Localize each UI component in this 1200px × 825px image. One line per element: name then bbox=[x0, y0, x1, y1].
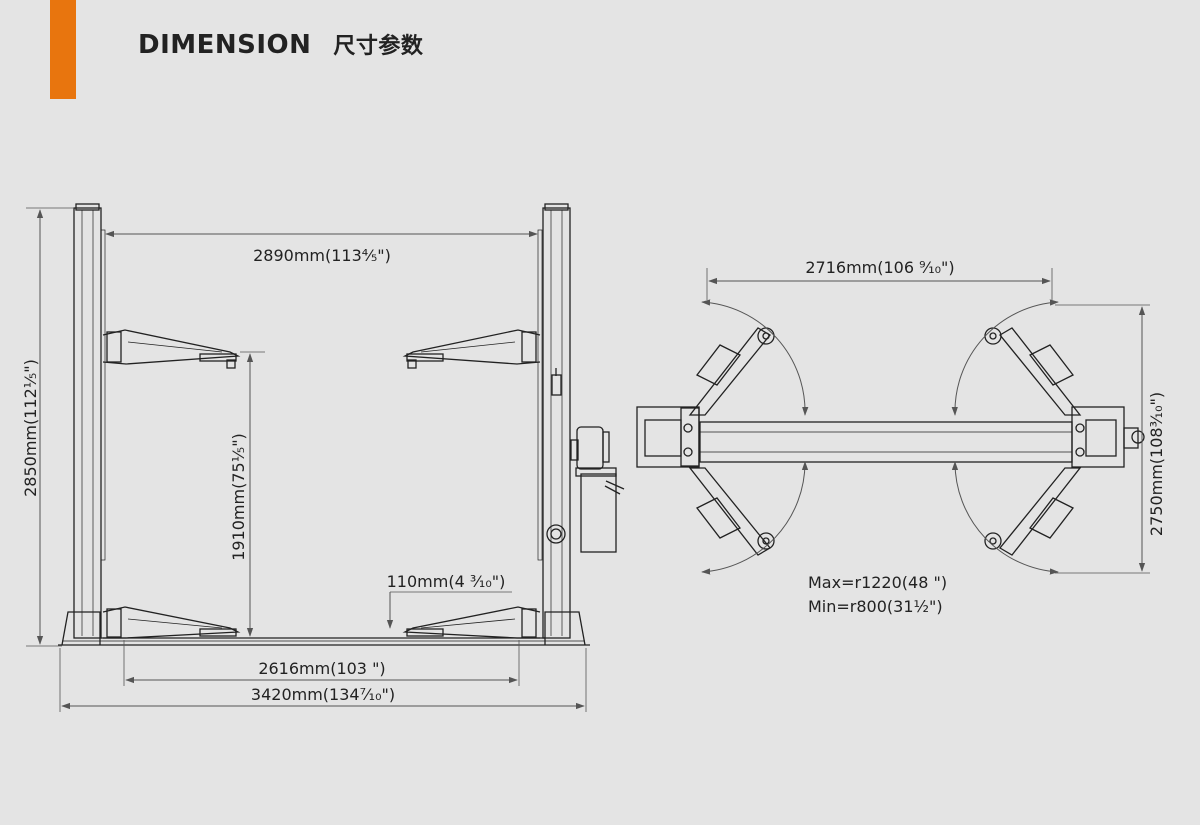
front-view bbox=[58, 203, 625, 646]
label-min-height: 110mm(4 ³⁄₁₀") bbox=[387, 572, 506, 591]
label-arm-span: 2716mm(106 ⁹⁄₁₀") bbox=[805, 258, 954, 277]
label-inner-width: 2890mm(113⁴⁄₅") bbox=[253, 246, 391, 265]
lift-arm-left-raised bbox=[102, 329, 241, 369]
label-max-radius: Max=r1220(48 ") bbox=[808, 573, 947, 592]
swing-arm-lower-right bbox=[984, 467, 1082, 556]
power-unit bbox=[570, 426, 625, 553]
label-max-lift-height: 1910mm(75¹⁄₅") bbox=[229, 433, 248, 561]
left-column-top bbox=[636, 406, 700, 468]
label-total-height: 2850mm(112¹⁄₅") bbox=[21, 359, 40, 497]
swing-arm-lower-left bbox=[688, 467, 775, 556]
front-dimension-lines bbox=[26, 207, 587, 712]
title-text: DIMENSION bbox=[138, 30, 312, 60]
left-column bbox=[73, 203, 106, 639]
accent-bar bbox=[50, 0, 76, 99]
lift-arm-left-lowered bbox=[102, 606, 241, 639]
lift-arm-right-raised bbox=[402, 329, 541, 369]
label-drive-through-width: 2616mm(103 ") bbox=[258, 659, 385, 678]
label-total-length: 2750mm(108³⁄₁₀") bbox=[1147, 392, 1166, 536]
base-plates bbox=[58, 611, 590, 646]
right-column-top bbox=[1071, 406, 1145, 468]
lift-arm-right-lowered bbox=[402, 606, 541, 639]
page-title: DIMENSION 尺寸参数 bbox=[138, 28, 423, 60]
swing-arm-upper-left bbox=[688, 327, 775, 416]
dimension-labels: 2890mm(113⁴⁄₅") 2850mm(112¹⁄₅") 1910mm(7… bbox=[21, 246, 1166, 704]
label-min-radius: Min=r800(31½") bbox=[808, 597, 943, 616]
title-text-chinese: 尺寸参数 bbox=[333, 34, 424, 59]
top-beam bbox=[699, 421, 1073, 463]
swing-arm-upper-right bbox=[984, 327, 1082, 416]
label-overall-width: 3420mm(134⁷⁄₁₀") bbox=[251, 685, 395, 704]
top-view bbox=[636, 327, 1145, 556]
top-dimension-lines bbox=[701, 268, 1150, 575]
right-column bbox=[537, 203, 571, 639]
